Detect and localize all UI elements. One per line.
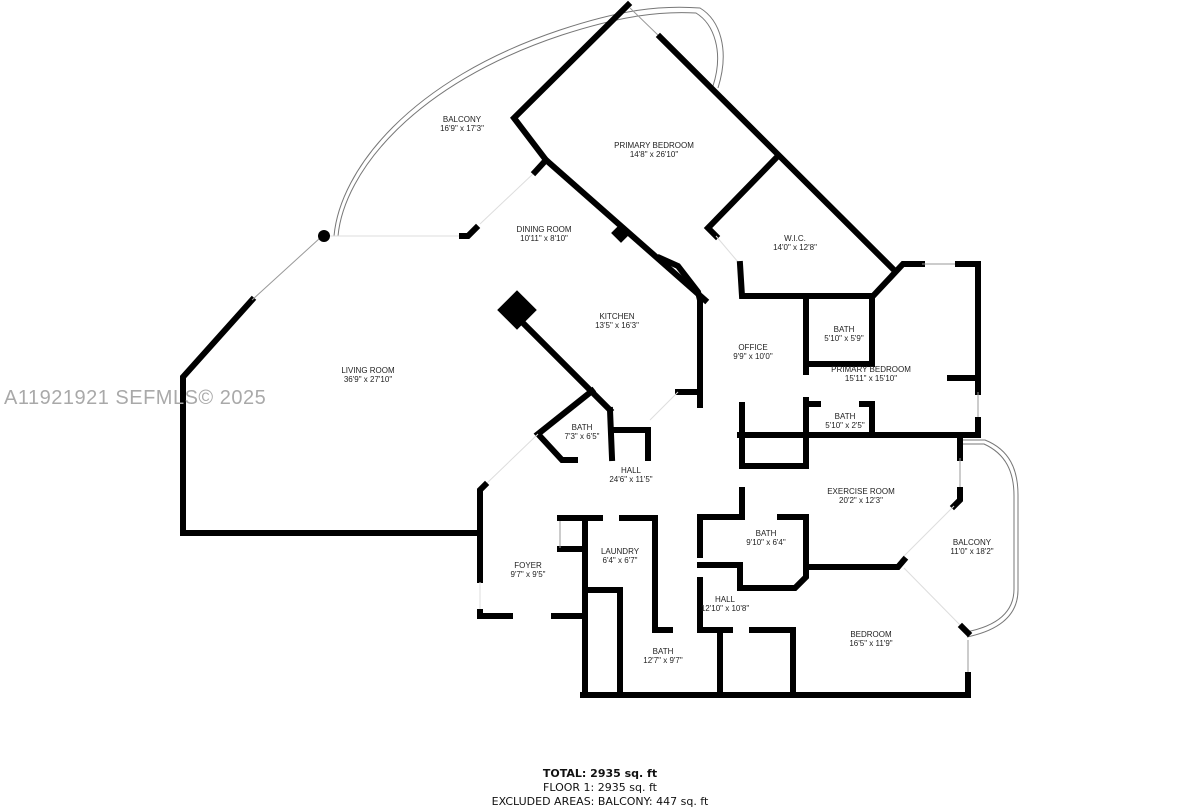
room-name: PRIMARY BEDROOM <box>831 365 911 374</box>
room-name: KITCHEN <box>599 312 635 321</box>
excluded-areas: EXCLUDED AREAS: BALCONY: 447 sq. ft <box>491 795 709 808</box>
room-name: FOYER <box>514 561 542 570</box>
room-name: DINING ROOM <box>516 225 572 234</box>
room-name: BALCONY <box>442 115 482 124</box>
room-dimensions: 24'6" x 11'5" <box>609 475 653 484</box>
walls <box>180 0 981 698</box>
room-name: LAUNDRY <box>600 547 640 556</box>
room-name: BATH <box>652 647 674 656</box>
room-dimensions: 14'0" x 12'8" <box>773 243 817 252</box>
room-name: LIVING ROOM <box>341 366 395 375</box>
room-dimensions: 13'5" x 16'3" <box>595 321 639 330</box>
room-dimensions: 15'11" x 15'10" <box>844 374 898 383</box>
room-dimensions: 36'9" x 27'10" <box>343 375 393 384</box>
room-dimensions: 9'7" x 9'5" <box>510 570 546 579</box>
room-name: BATH <box>833 325 855 334</box>
room-label-wic: W.I.C.14'0" x 12'8" <box>773 234 817 252</box>
room-name: BATH <box>571 423 593 432</box>
room-dimensions: 12'7" x 9'7" <box>643 656 683 665</box>
room-dimensions: 16'9" x 17'3" <box>440 124 484 133</box>
room-name: PRIMARY BEDROOM <box>614 141 694 150</box>
room-dimensions: 14'8" x 26'10" <box>629 150 679 159</box>
room-dimensions: 9'10" x 6'4" <box>746 538 786 547</box>
room-name: BALCONY <box>952 538 992 547</box>
room-dimensions: 5'10" x 5'9" <box>824 334 864 343</box>
room-name: BATH <box>834 412 856 421</box>
room-dimensions: 12'10" x 10'8" <box>700 604 750 613</box>
room-name: EXERCISE ROOM <box>827 487 895 496</box>
mls-watermark: A11921921 SEFMLS© 2025 <box>4 387 267 409</box>
room-dimensions: 16'5" x 11'9" <box>849 639 893 648</box>
room-dimensions: 20'2" x 12'3" <box>839 496 883 505</box>
room-dimensions: 10'11" x 8'10" <box>520 234 568 243</box>
balcony-rail-e <box>962 439 1019 638</box>
room-name: OFFICE <box>738 343 768 352</box>
room-dimensions: 11'0" x 18'2" <box>950 547 994 556</box>
room-dimensions: 9'9" x 10'0" <box>733 352 773 361</box>
total-area: TOTAL: 2935 sq. ft <box>542 767 658 780</box>
room-name: HALL <box>620 466 641 475</box>
room-dimensions: 5'10" x 2'5" <box>825 421 865 430</box>
room-name: W.I.C. <box>784 234 806 243</box>
balcony-rail-nw <box>333 6 724 237</box>
room-name: HALL <box>714 595 736 604</box>
room-dimensions: 7'3" x 6'5" <box>564 432 600 441</box>
room-name: BEDROOM <box>850 630 892 639</box>
room-dimensions: 6'4" x 6'7" <box>602 556 638 565</box>
floor-1-area: FLOOR 1: 2935 sq. ft <box>543 781 657 794</box>
room-name: BATH <box>755 529 777 538</box>
